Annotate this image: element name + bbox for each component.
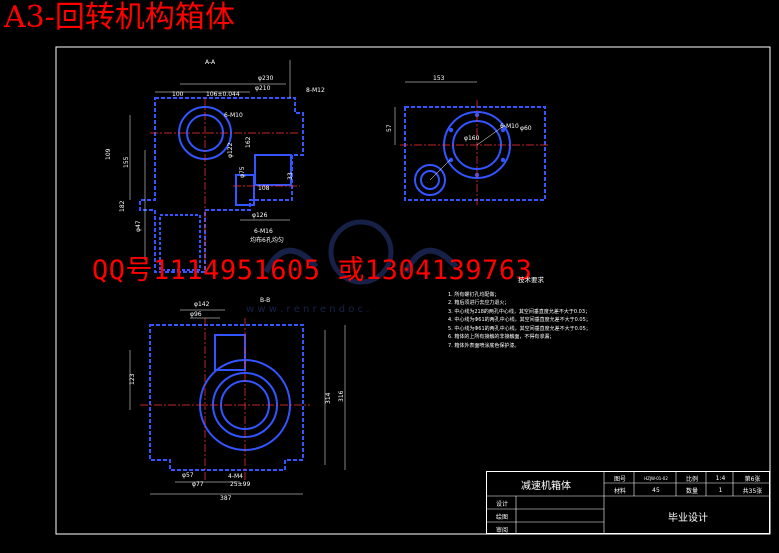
view-aa-label: A-A <box>205 59 216 66</box>
tech-notes-title: 技术要求 <box>518 276 544 284</box>
dim-25: 25±99 <box>230 481 250 488</box>
material-label: 材料 <box>613 488 626 495</box>
watermark-logo: w w w . r e n r e n d o c . <box>246 219 459 315</box>
tech-note-item: 2. 箱后须进行去应力退火； <box>448 300 510 306</box>
dim-316: 316 <box>338 390 345 402</box>
dim-123: 123 <box>129 373 136 385</box>
dim-162: 162 <box>245 136 252 148</box>
dim-142: φ142 <box>194 301 210 308</box>
title-block-grid <box>486 471 770 534</box>
drawing-no-label: 图号 <box>613 475 626 483</box>
aa-center-lines <box>150 98 300 275</box>
dim-33: 33 <box>287 172 294 180</box>
contact-line: QQ号1114951605 或1304139763 <box>92 255 533 286</box>
dim-182: 182 <box>119 200 126 212</box>
dim-77: φ77 <box>192 481 204 488</box>
design-label: 设计 <box>495 501 508 508</box>
dim-m16: 6-M16 <box>254 228 273 235</box>
view-bb <box>149 324 304 471</box>
bb-center-lines <box>140 318 310 480</box>
check-label: 审阅 <box>495 526 508 534</box>
sheet-total: 共35张 <box>742 488 763 495</box>
tech-notes: 技术要求 1. 所有螺钉孔均配做； 2. 箱后须进行去应力退火； 3. 中心线为… <box>448 276 591 350</box>
dim-96: φ96 <box>190 311 202 318</box>
dim-106: 106±0.044 <box>206 91 240 98</box>
project-name: 毕业设计 <box>668 512 708 524</box>
qty-value: 1 <box>718 487 723 494</box>
bb-dim-lines <box>129 309 346 495</box>
tech-note-item: 1. 所有螺钉孔均配做； <box>448 291 500 298</box>
dim-hole-note: 均布6孔均匀 <box>250 236 284 244</box>
part-name: 减速机箱体 <box>521 481 571 492</box>
dim-108: 108 <box>258 185 270 192</box>
dim-side-m10: 6-M10 <box>500 123 519 130</box>
dim-47: φ47 <box>135 220 142 232</box>
dim-m12: 8-M12 <box>306 87 325 94</box>
dim-230: φ230 <box>258 75 274 82</box>
dim-m10: 6-M10 <box>224 112 243 119</box>
dim-126: φ126 <box>252 212 268 219</box>
dim-122: φ122 <box>227 142 234 158</box>
tech-note-item: 4. 中心线为Φ61的两孔中心线，其空间垂直度允差不大于0.05； <box>448 317 591 323</box>
dim-109: 109 <box>105 148 112 160</box>
tech-note-item: 6. 箱体的上所有接触的非接触面，不得有渗漏； <box>448 334 555 340</box>
side-dim-lines <box>394 81 506 181</box>
side-center-lines <box>400 100 550 205</box>
tech-note-item: 5. 中心线为Φ61的两孔中心线，其空间垂直度允差不大于0.05； <box>448 325 591 332</box>
dim-387: 387 <box>220 495 232 502</box>
tech-note-item: 7. 箱体外表面喷涂底色保护漆。 <box>448 342 520 349</box>
dim-60: φ60 <box>520 125 532 132</box>
drawing-no: HZJW-01-02 <box>644 475 668 481</box>
scale-label: 比例 <box>685 475 698 483</box>
dim-210: φ210 <box>255 85 271 92</box>
drawing-frame <box>55 46 771 535</box>
material-value: 45 <box>652 487 660 494</box>
watermark-url: w w w . r e n r e n d o c . <box>246 304 369 315</box>
dim-153: 153 <box>433 75 445 82</box>
dim-57b: φ57 <box>182 472 194 479</box>
scale-value: 1:4 <box>715 474 726 482</box>
view-bb-label: B-B <box>260 297 270 304</box>
qty-label: 数量 <box>685 488 698 495</box>
dim-57: 57 <box>386 124 393 132</box>
view-side <box>404 106 546 201</box>
sheet-title: A3-回转机构箱体 <box>4 0 235 35</box>
tech-note-item: 3. 中心线为218的两孔中心线，其空间垂直度允差不大于0.03； <box>448 308 591 315</box>
dim-155: 155 <box>123 156 130 168</box>
dim-75: φ75 <box>239 166 246 178</box>
dim-100: 100 <box>172 91 184 98</box>
aa-dim-lines <box>129 60 291 260</box>
sheet-number: 第6张 <box>744 475 761 483</box>
dim-m4: 4-M4 <box>228 473 243 480</box>
dim-314: 314 <box>325 392 332 404</box>
title-block: 减速机箱体 图号 HZJW-01-02 比例 1:4 第6张 材料 45 数量 … <box>486 471 770 534</box>
dim-160: φ160 <box>464 135 480 142</box>
drawn-label: 绘图 <box>495 514 508 521</box>
